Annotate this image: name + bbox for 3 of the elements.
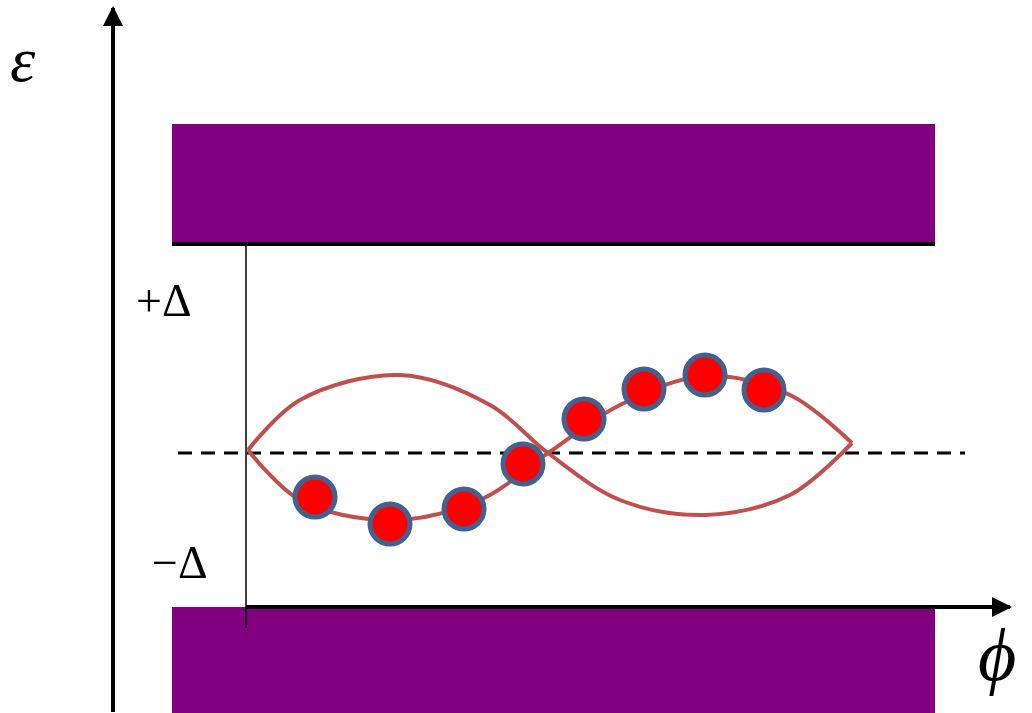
axis-label: ε	[10, 28, 36, 92]
gap-label: −Δ	[152, 540, 208, 586]
gap-label: +Δ	[136, 278, 192, 324]
